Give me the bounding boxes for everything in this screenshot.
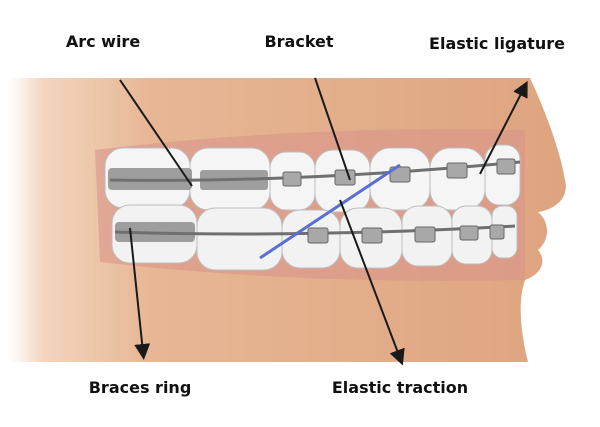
label-elastic-ligature: Elastic ligature xyxy=(429,34,565,53)
braces-ring-pointer xyxy=(129,227,151,360)
elastic-traction-band xyxy=(259,163,401,260)
brackets xyxy=(282,158,516,244)
label-bracket: Bracket xyxy=(264,32,334,51)
elastic-ligature-pointer xyxy=(479,80,528,175)
arc-wire-pointer xyxy=(119,79,193,187)
label-arc-wire: Arc wire xyxy=(65,32,141,51)
pointer-lines xyxy=(119,77,528,366)
elastic-traction-pointer xyxy=(339,199,405,366)
bracket-pointer xyxy=(314,77,351,181)
label-braces-ring: Braces ring xyxy=(88,378,192,397)
label-elastic-traction: Elastic traction xyxy=(331,378,469,397)
